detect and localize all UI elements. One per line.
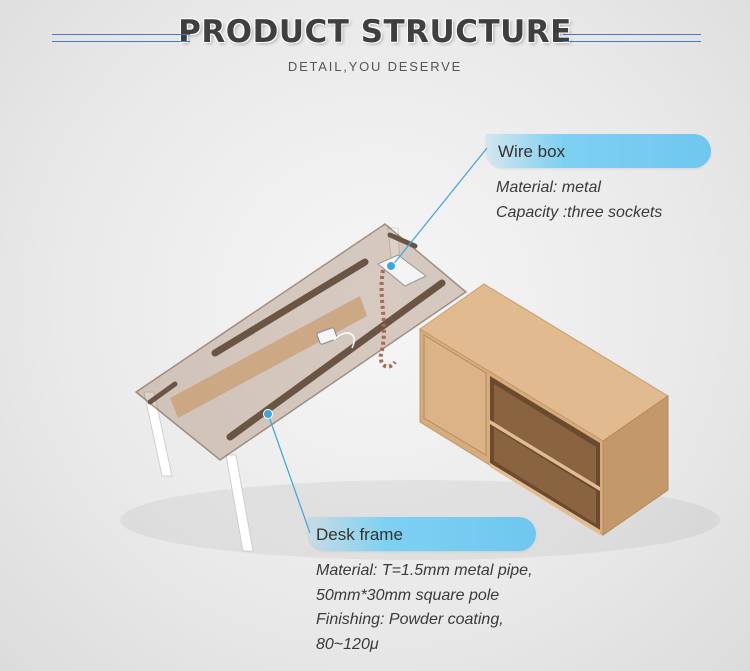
desk-frame-detail: Material: T=1.5mm metal pipe, (316, 562, 533, 579)
wire-box-label: Wire box (498, 142, 566, 161)
page-title: PRODUCT STRUCTURE (178, 14, 572, 50)
modesty-panel (170, 296, 367, 418)
page-subtitle: DETAIL,YOU DESERVE (287, 59, 463, 74)
rule-right (563, 34, 701, 42)
desk-frame-details: Material: T=1.5mm metal pipe, 50mm*30mm … (316, 559, 533, 657)
rule-left (52, 34, 190, 42)
side-cabinet (419, 283, 669, 536)
desk-frame-detail: 80~120μ (316, 635, 379, 653)
wire-box-details: Material: metal Capacity :three sockets (496, 176, 662, 225)
wire-box-detail: Capacity :three sockets (496, 203, 663, 221)
desk-frame-detail: Finishing: Powder coating, (316, 611, 504, 628)
wire-box-marker (386, 261, 396, 271)
leader-lines (267, 147, 488, 534)
cable-spine (378, 269, 397, 369)
desk-frame-callout: Desk frame (308, 517, 536, 551)
wire-box-detail: Material: metal (496, 179, 601, 196)
phone (316, 327, 338, 345)
desk-frame-marker (263, 409, 273, 419)
desk-frame-label: Desk frame (316, 525, 403, 544)
wire-box-callout: Wire box (486, 134, 711, 168)
desk-frame-detail: 50mm*30mm square pole (316, 586, 500, 604)
